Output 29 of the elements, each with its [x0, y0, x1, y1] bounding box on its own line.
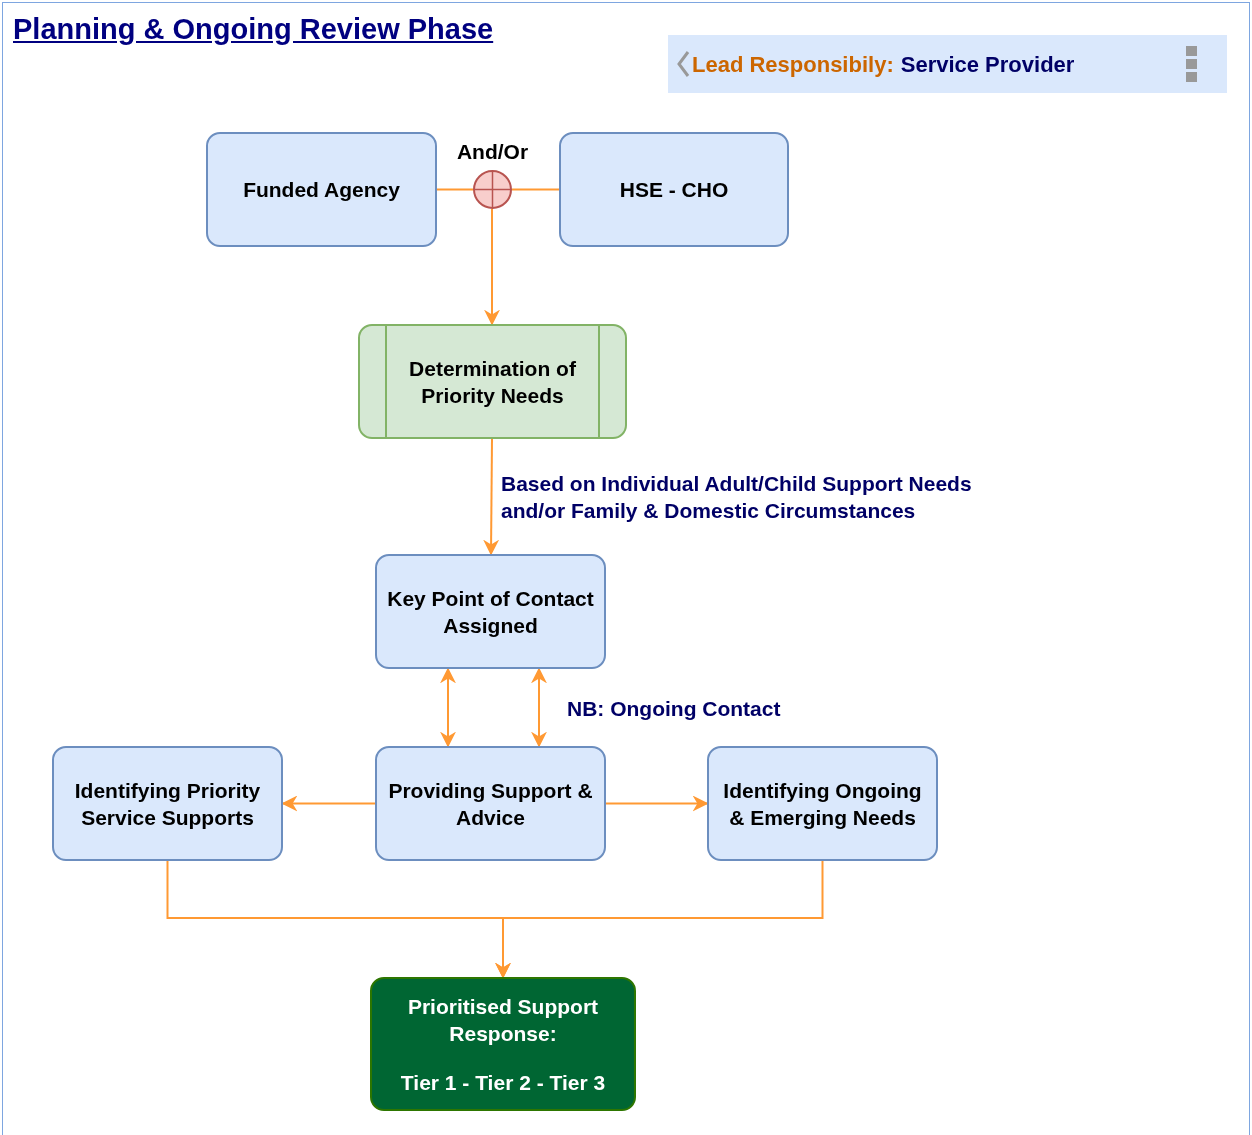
- result-box: [370, 977, 636, 1111]
- predefined-process-box: [358, 324, 627, 439]
- connector-arrow: [484, 208, 500, 326]
- responsibility-label: Lead Responsibily:: [692, 50, 894, 79]
- box-text: HSE - CHO: [619, 177, 729, 203]
- process-box: [707, 746, 938, 861]
- connector-arrow: [281, 795, 376, 812]
- box-text: Tier 1 - Tier 2 - Tier 3: [400, 1069, 606, 1096]
- connector-arrow: [531, 667, 547, 748]
- box-text: Determination of Priority Needs: [408, 355, 577, 409]
- page-title: Planning & Ongoing Review Phase: [13, 12, 494, 47]
- process-box: [375, 746, 606, 861]
- responsibility-value: Service Provider: [900, 50, 1075, 79]
- box-text: Key Point of Contact Assigned: [386, 585, 595, 639]
- connector-arrow: [440, 667, 456, 748]
- box-text: Prioritised Support Response:: [406, 993, 600, 1047]
- box-text: Identifying Ongoing & Emerging Needs: [722, 777, 923, 831]
- box-text: Providing Support & Advice: [387, 777, 594, 831]
- connector-arrow: [495, 860, 824, 979]
- process-box: [52, 746, 283, 861]
- connector-arrow: [605, 795, 709, 812]
- process-box: [206, 132, 437, 247]
- process-box: [559, 132, 789, 247]
- box-text: Funded Agency: [243, 177, 400, 203]
- process-box: [375, 554, 606, 669]
- box-text: Identifying Priority Service Supports: [73, 777, 262, 831]
- or-junction-symbol: [473, 170, 512, 209]
- junction-label: And/Or: [455, 139, 530, 165]
- connector-arrow: [483, 438, 500, 556]
